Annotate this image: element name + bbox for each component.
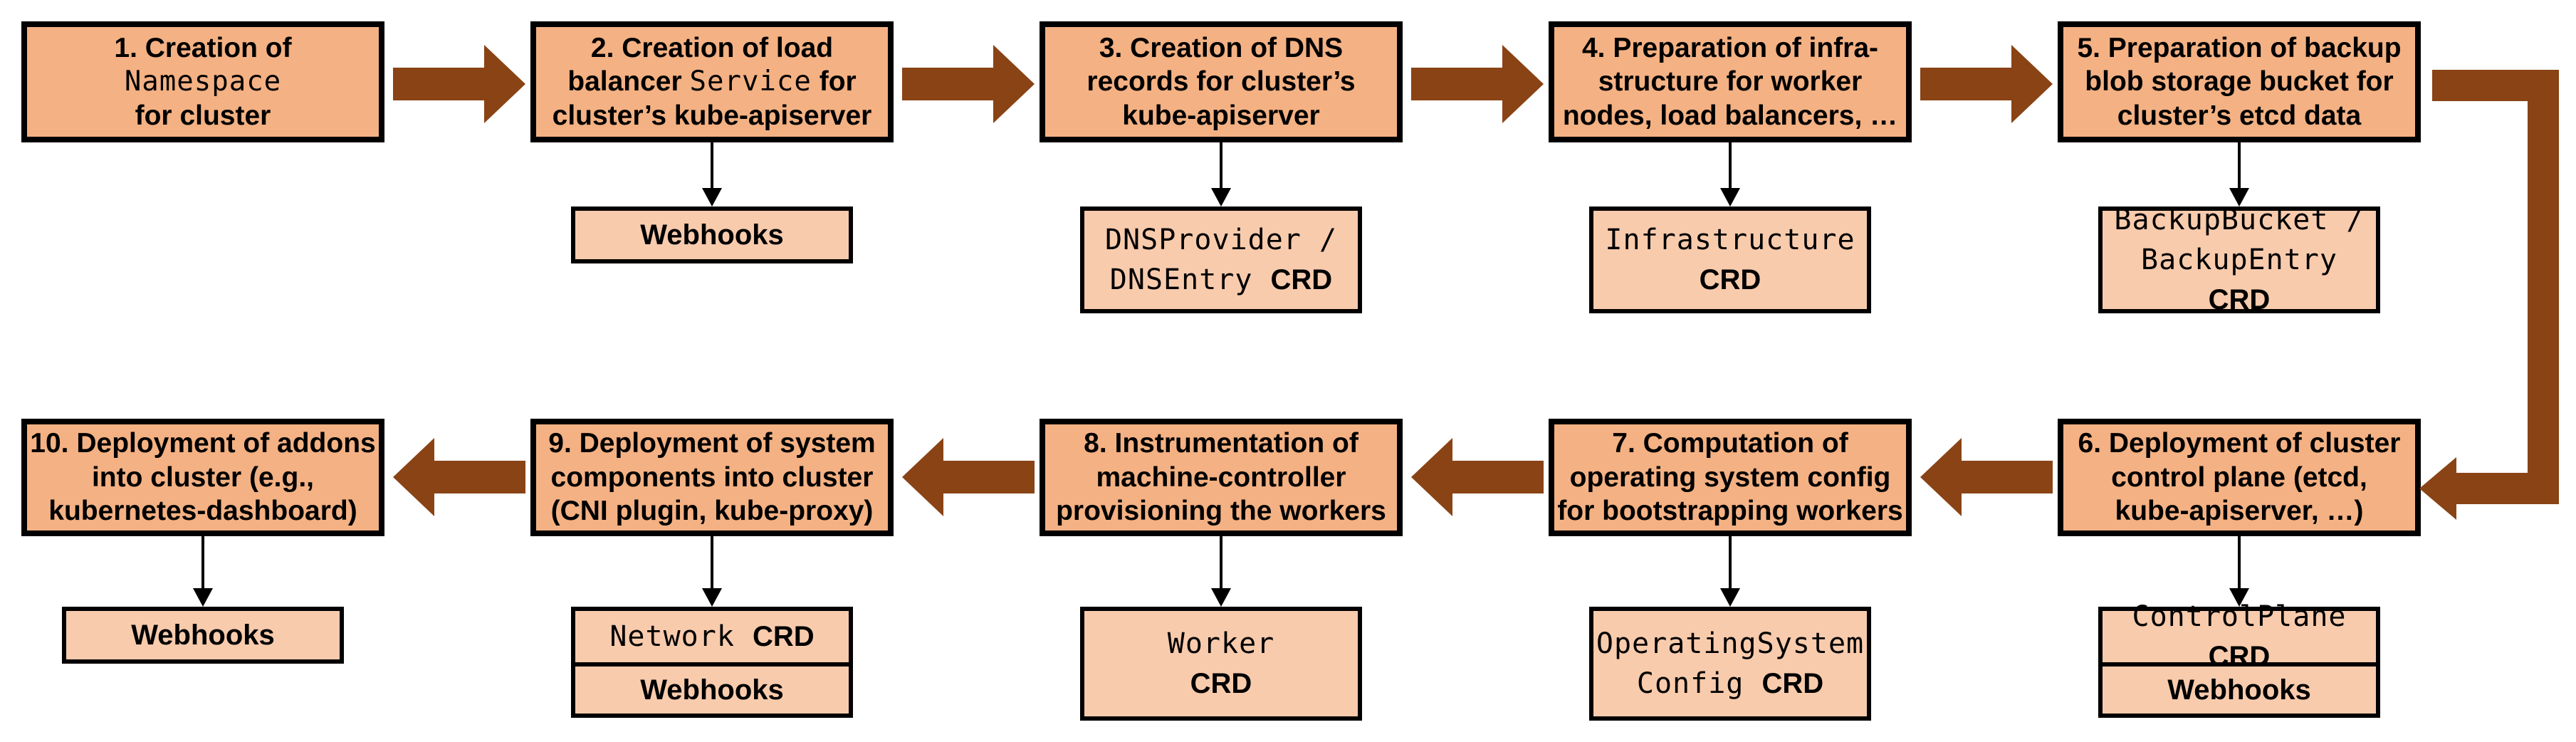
step-10-webhooks-label: Webhooks [131, 620, 275, 651]
step-2-title: 2. Creation of load balancer Service for… [552, 32, 872, 131]
step-9-crd-label: Network CRD [609, 620, 815, 653]
step-6-webhooks-box: Webhooks [2103, 662, 2376, 714]
step-2-webhooks-label: Webhooks [640, 219, 784, 251]
arrow-step6-to-step7-icon [1920, 438, 2053, 516]
step-1-box: 1. Creation of Namespace for cluster [21, 21, 384, 142]
step-7-title: 7. Computation of operating system confi… [1557, 428, 1903, 527]
arrow-step4-to-step5-icon [1920, 45, 2053, 123]
arrow-step1-to-step2-icon [393, 45, 525, 123]
step-5-crd-label: BackupBucket / BackupEntry CRD [2114, 204, 2365, 315]
step-3-title: 3. Creation of DNS records for cluster’s… [1087, 32, 1356, 131]
step-4-box: 4. Preparation of infra- structure for w… [1549, 21, 1912, 142]
step-6-crd-label: ControlPlane CRD [2132, 600, 2347, 672]
step-9-title: 9. Deployment of system components into … [548, 428, 876, 527]
arrow-step5-to-step6-elbow-bottom-icon [2455, 473, 2528, 504]
step-3-crd-box: DNSProvider / DNSEntry CRD [1080, 207, 1362, 313]
step-3-crd-label: DNSProvider / DNSEntry CRD [1104, 224, 1338, 296]
step-5-title: 5. Preparation of backup blob storage bu… [2077, 32, 2402, 131]
step-9-crd-box: Network CRD [575, 611, 849, 662]
step-1-title: 1. Creation of Namespace for cluster [114, 32, 292, 131]
step-4-title: 4. Preparation of infra- structure for w… [1562, 32, 1898, 131]
step-4-crd-label: Infrastructure CRD [1605, 224, 1855, 296]
step-10-webhooks-box: Webhooks [62, 607, 344, 664]
step-7-crd-label: OperatingSystem Config CRD [1596, 627, 1865, 700]
arrow-step3-to-step4-icon [1411, 45, 1544, 123]
step-9-webhooks-box: Webhooks [575, 662, 849, 714]
step-9-sub-stack: Network CRD Webhooks [571, 607, 853, 718]
step-9-webhooks-label: Webhooks [640, 674, 784, 706]
arrow-step5-to-step6-arrowhead-icon [2419, 457, 2456, 520]
step-7-box: 7. Computation of operating system confi… [1549, 419, 1912, 536]
arrow-step7-to-step8-icon [1411, 438, 1544, 516]
arrow-step9-to-step10-icon [393, 438, 525, 516]
step-6-title: 6. Deployment of cluster control plane (… [2078, 428, 2401, 527]
step-6-box: 6. Deployment of cluster control plane (… [2058, 419, 2421, 536]
step-8-crd-label: Worker CRD [1167, 627, 1275, 699]
step-5-box: 5. Preparation of backup blob storage bu… [2058, 21, 2421, 142]
step-6-crd-box: ControlPlane CRD [2103, 600, 2376, 672]
arrow-step2-to-step3-icon [902, 45, 1035, 123]
step-8-crd-box: Worker CRD [1080, 607, 1362, 721]
step-7-crd-box: OperatingSystem Config CRD [1589, 607, 1871, 721]
step-10-box: 10. Deployment of addons into cluster (e… [21, 419, 384, 536]
step-5-crd-box: BackupBucket / BackupEntry CRD [2098, 204, 2380, 315]
step-2-box: 2. Creation of load balancer Service for… [530, 21, 894, 142]
step-3-box: 3. Creation of DNS records for cluster’s… [1040, 21, 1403, 142]
arrow-step8-to-step9-icon [902, 438, 1035, 516]
step-9-box: 9. Deployment of system components into … [530, 419, 894, 536]
step-6-sub-stack: ControlPlane CRD Webhooks [2098, 600, 2380, 718]
step-6-webhooks-label: Webhooks [2167, 674, 2311, 706]
step-8-title: 8. Instrumentation of machine-controller… [1056, 428, 1386, 527]
step-10-title: 10. Deployment of addons into cluster (e… [30, 428, 376, 527]
step-8-box: 8. Instrumentation of machine-controller… [1040, 419, 1403, 536]
step-4-crd-box: Infrastructure CRD [1589, 207, 1871, 313]
step-2-webhooks-box: Webhooks [571, 207, 853, 263]
arrow-step5-to-step6-elbow-vertical-icon [2528, 70, 2559, 504]
